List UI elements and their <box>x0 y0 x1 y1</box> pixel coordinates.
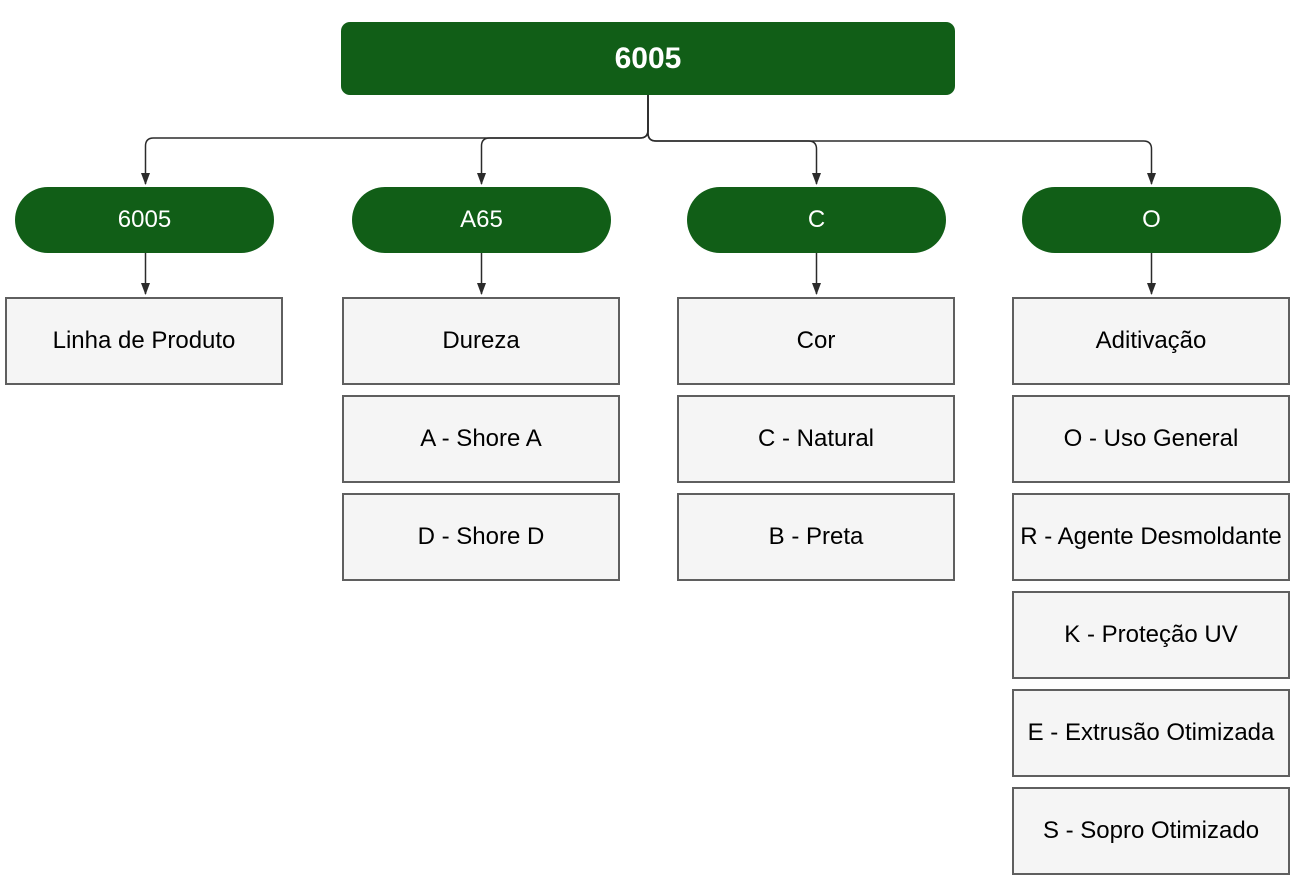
leaf-c-natural: C - Natural <box>677 395 955 483</box>
leaf-d-shore-d: D - Shore D <box>342 493 620 581</box>
leaf-b-preta: B - Preta <box>677 493 955 581</box>
leaf-dureza: Dureza <box>342 297 620 385</box>
leaf-linha-de-produto: Linha de Produto <box>5 297 283 385</box>
root-node-6005: 6005 <box>341 22 955 95</box>
edge-root-to-branch-a65 <box>477 95 649 185</box>
leaf-s-sopro-otimizado: S - Sopro Otimizado <box>1012 787 1290 875</box>
branch-node-a65: A65 <box>352 187 611 253</box>
branch-node-o: O <box>1022 187 1281 253</box>
edge-root-to-branch-o <box>647 95 1156 185</box>
leaf-r-agente-desmoldante: R - Agente Desmoldante <box>1012 493 1290 581</box>
branch-node-6005: 6005 <box>15 187 274 253</box>
leaf-e-extrusao-otimizada: E - Extrusão Otimizada <box>1012 689 1290 777</box>
leaf-a-shore-a: A - Shore A <box>342 395 620 483</box>
leaf-o-uso-general: O - Uso General <box>1012 395 1290 483</box>
branch-node-c: C <box>687 187 946 253</box>
leaf-cor: Cor <box>677 297 955 385</box>
leaf-aditivacao: Aditivação <box>1012 297 1290 385</box>
leaf-k-protecao-uv: K - Proteção UV <box>1012 591 1290 679</box>
edge-root-to-branch-6005 <box>141 95 649 185</box>
edge-root-to-branch-c <box>647 95 821 185</box>
